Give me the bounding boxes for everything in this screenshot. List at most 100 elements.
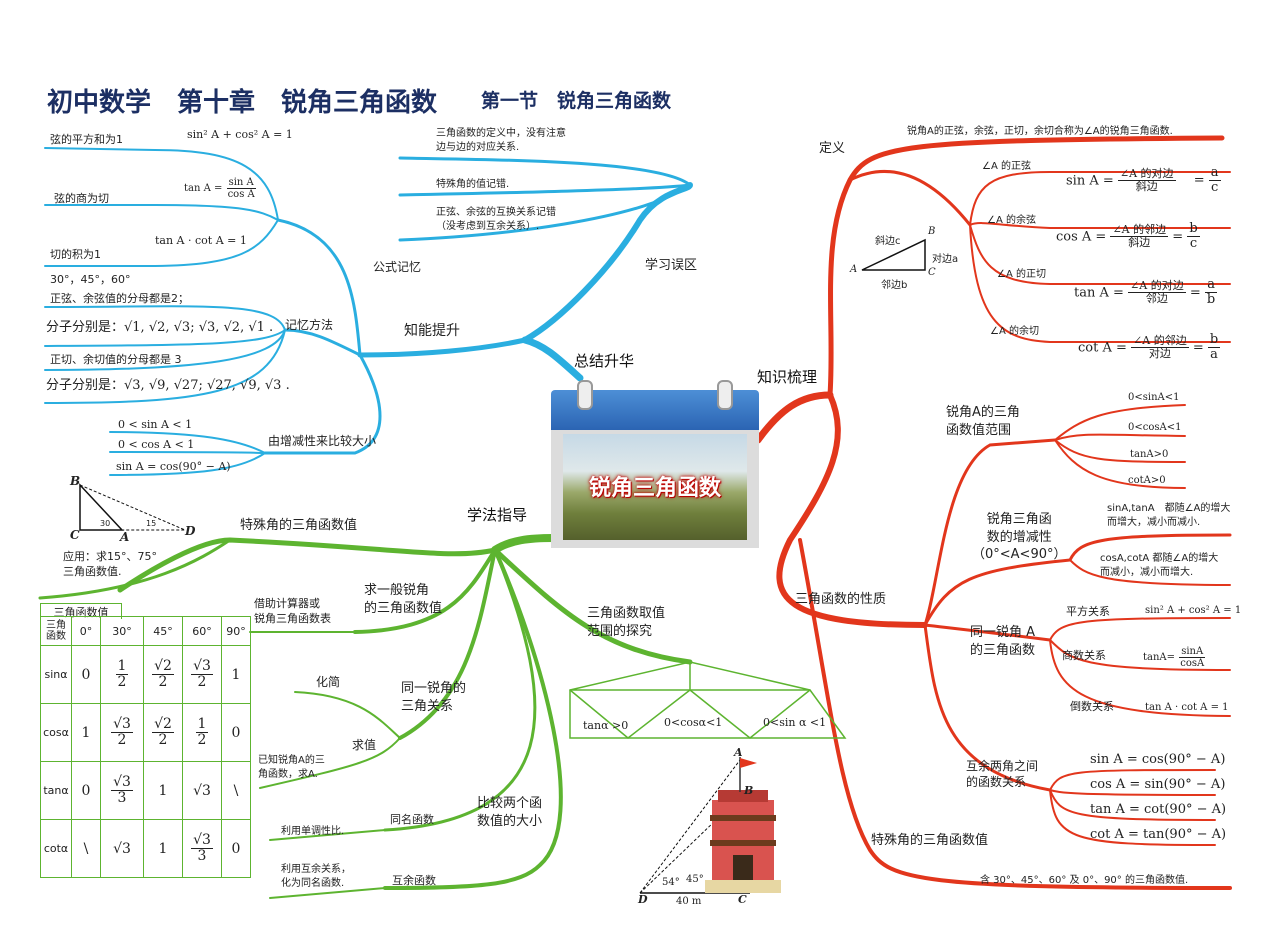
mistake-1: 三角函数的定义中，没有注意 边与边的对应关系. <box>436 128 566 153</box>
fig-angle-15: 15 <box>146 519 157 528</box>
table-cell: 0 <box>71 761 101 820</box>
cos-name: ∠A 的余弦 <box>987 215 1036 226</box>
node-compare: 比较两个函 数值的大小 <box>477 796 543 829</box>
comp-tan: tan A = cot(90° − A) <box>1090 802 1227 817</box>
node-special-values-right: 特殊角的三角函数值 <box>871 833 989 848</box>
table-cell: √3 <box>100 819 144 878</box>
node-mistakes: 学习误区 <box>645 258 698 273</box>
memory-line3: 正切、余切值的分母都是 3 <box>50 353 182 366</box>
table-title: 三角函数值 <box>40 603 122 619</box>
table-cell: 1 <box>71 703 101 762</box>
explore-sin: 0<sin α <1 <box>763 716 827 729</box>
f2-label: 弦的商为切 <box>54 192 109 205</box>
table-cell: √3 <box>182 761 222 820</box>
range-tan: tanA>0 <box>1130 449 1169 460</box>
tri-vertex-c: C <box>928 267 936 278</box>
mono-sin-cos: sin A = cos(90° − A) <box>116 460 231 473</box>
square-relation: 平方关系 <box>1066 605 1110 618</box>
co-func-text: 互余函数 <box>392 874 436 887</box>
table-cell: tanα <box>40 761 72 820</box>
table-header-cell: 0° <box>71 616 101 646</box>
simplify-text: 化简 <box>316 675 341 689</box>
table-cell: \ <box>221 761 251 820</box>
node-compare-by-monotone: 由增减性来比较大小 <box>268 434 377 448</box>
special-values-text: 含 30°、45°、60° 及 0°、90° 的三角函数值. <box>980 875 1189 886</box>
node-memory-method: 记忆方法 <box>285 318 334 332</box>
sin-name: ∠A 的正弦 <box>982 161 1031 172</box>
node-special-values: 特殊角的三角函数值 <box>240 518 358 533</box>
tower-angle-54: 54° <box>662 877 680 888</box>
node-monotone: 锐角三角函 数的增减性 （0°<A<90°） <box>972 512 1067 563</box>
calc-text: 借助计算器或 锐角三角函数表 <box>254 597 331 625</box>
mono-cos-cot: cosA,cotA 都随∠A的增大 而减小，减小而增大. <box>1100 553 1219 578</box>
table-cell: 0 <box>71 645 101 704</box>
mono-sin-tan: sinA,tanA 都随∠A的增大 而增大，减小而减小. <box>1107 503 1231 528</box>
node-formula-memory: 公式记忆 <box>373 260 422 274</box>
tri-vertex-b: B <box>928 226 936 237</box>
table-cell: cotα <box>40 819 72 878</box>
comp-cot: cot A = tan(90° − A) <box>1090 827 1227 842</box>
mono-sin: 0 < sin A < 1 <box>118 418 193 431</box>
comp-cos: cos A = sin(90° − A) <box>1090 777 1226 792</box>
node-general-angle: 求一般锐角 的三角函数值 <box>364 583 443 616</box>
co-use-text: 利用互余关系， 化为同名函数. <box>281 864 351 889</box>
f1-label: 弦的平方和为1 <box>50 133 123 146</box>
node-range: 锐角A的三角 函数值范围 <box>946 405 1020 438</box>
branch-method: 学法指导 <box>467 506 528 524</box>
quotient-relation: 商数关系 <box>1062 649 1106 662</box>
table-cell: cosα <box>40 703 72 762</box>
node-same-angle-relation: 同一锐角的 三角关系 <box>401 681 467 714</box>
tower-angle-45: 45° <box>686 874 704 885</box>
table-header-cell: 三角 函数 <box>40 616 72 646</box>
fig-vertex-d: D <box>185 524 196 538</box>
node-ability: 知能提升 <box>404 323 460 339</box>
table-cell: 1 <box>221 645 251 704</box>
memory-line1: 正弦、余弦值的分母都是2； <box>50 292 189 305</box>
evaluate-text: 求值 <box>352 738 377 752</box>
square-formula: sin² A + cos² A = 1 <box>1145 605 1242 616</box>
table-cell: \ <box>71 819 101 878</box>
node-explore: 三角函数取值 范围的探究 <box>587 606 666 639</box>
f1-formula: sin² A + cos² A = 1 <box>187 128 293 141</box>
node-definition: 定义 <box>819 141 846 156</box>
mistake-3: 正弦、余弦的互换关系记错 （没考虑到互余关系）. <box>436 207 556 232</box>
tri-vertex-a: A <box>850 264 858 275</box>
table-cell: sinα <box>40 645 72 704</box>
calendar-ring-icon <box>577 380 593 410</box>
range-cos: 0<cosA<1 <box>1128 422 1182 433</box>
f3-formula: tan A · cot A = 1 <box>155 234 247 247</box>
mono-use-text: 利用单调性比. <box>281 826 345 837</box>
tower-point-d: D <box>638 893 648 906</box>
tri-hypotenuse-label: 斜边c <box>875 236 901 247</box>
tower-point-b: B <box>744 784 754 797</box>
tower-distance: 40 m <box>676 896 702 907</box>
table-cell: 0 <box>221 703 251 762</box>
known-text: 已知锐角A的三 角函数，求A. <box>258 755 325 780</box>
page-title: 初中数学 第十章 锐角三角函数 <box>47 88 438 118</box>
apply-text: 应用：求15°、75° 三角函数值. <box>63 550 157 578</box>
mono-cos: 0 < cos A < 1 <box>118 438 195 451</box>
center-caption: 锐角三角函数 <box>588 476 721 501</box>
same-func-text: 同名函数 <box>390 813 434 826</box>
memory-line4: 分子分别是：√3, √9, √27; √27, √9, √3 . <box>46 378 290 393</box>
grass-photo <box>563 434 747 540</box>
branch-knowledge: 知识梳理 <box>757 368 818 386</box>
reciprocal-formula: tan A · cot A = 1 <box>1145 702 1229 713</box>
table-cell: 0 <box>221 819 251 878</box>
